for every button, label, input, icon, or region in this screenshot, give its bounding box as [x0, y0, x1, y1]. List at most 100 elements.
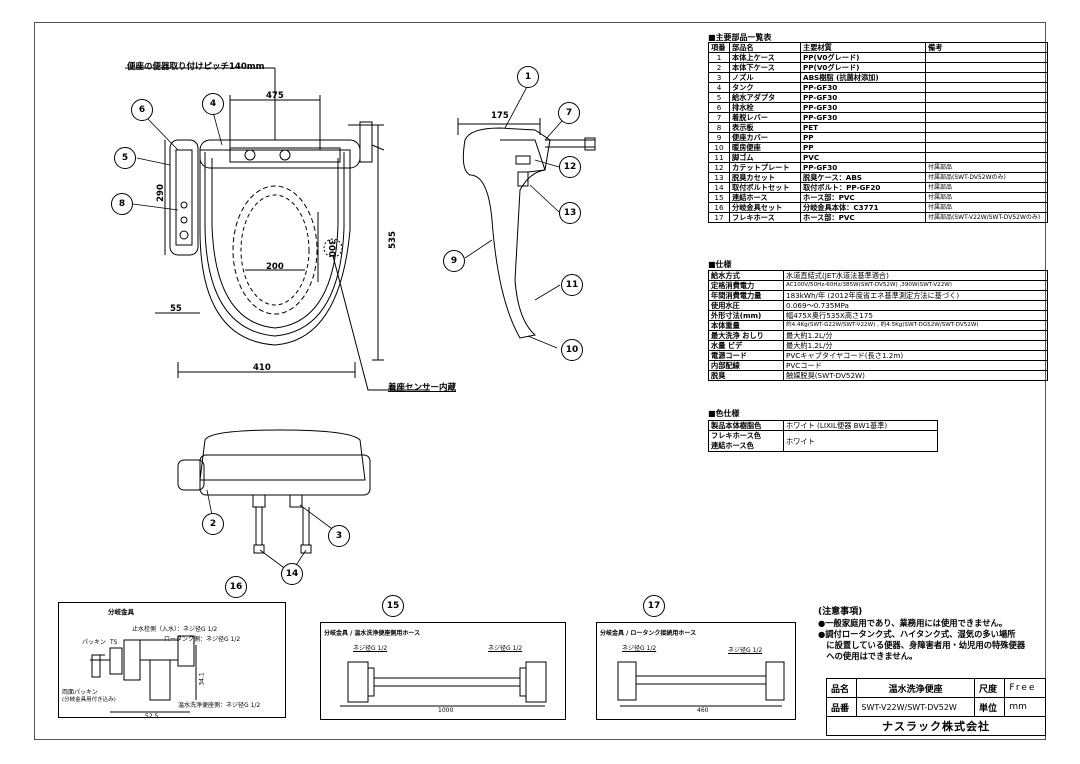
parts-cell-remarks	[925, 62, 1048, 73]
parts-cell-name: 排水栓	[729, 102, 801, 113]
notes-line-1: ●一般家庭用であり、業務用には使用できません。	[818, 618, 1008, 628]
parts-cell-name: カテットプレート	[729, 162, 801, 173]
dim-55: 55	[170, 304, 182, 314]
d17-right: ネジ径G 1/2	[728, 647, 763, 654]
spec-value: AC100V/50Hz-60Hz/385W(SWT-DV52W) ,390W(S…	[783, 280, 1048, 291]
parts-cell-remarks	[925, 92, 1048, 103]
parts-cell-no: 9	[708, 132, 730, 143]
callout-1: 1	[517, 66, 539, 88]
parts-cell-name: 脱臭カセット	[729, 172, 801, 183]
spec-key: 内部配線	[708, 360, 784, 371]
spec-value: 約4.4Kg(SWT-G22W/SWT-V22W) , 約4.5Kg(SWT-D…	[783, 320, 1048, 331]
parts-cell-remarks: 付属部品	[925, 192, 1048, 203]
spec-key: 電源コード	[708, 350, 784, 361]
parts-cell-no: 10	[708, 142, 730, 153]
d16-l7: 温水洗浄便座側：ネジ径G 1/2	[178, 702, 261, 709]
detail-16-box	[58, 602, 286, 718]
parts-cell-material: 取付ボルト：PP-GF20	[800, 182, 926, 193]
parts-col-remarks: 備考	[925, 42, 1048, 53]
parts-col-name: 部品名	[729, 42, 801, 53]
d17-length: 460	[697, 707, 709, 714]
d16-title: 分岐金具	[108, 608, 134, 616]
parts-cell-material: PP-GF30	[800, 112, 926, 123]
d15-length: 1000	[438, 707, 454, 714]
spec-row: 給水方式水道直結式(JET水道法基準適合)	[708, 270, 1048, 281]
parts-cell-no: 8	[708, 122, 730, 133]
parts-cell-remarks	[925, 82, 1048, 93]
parts-cell-remarks: 付属部品(SWT-DV52Wのみ)	[925, 172, 1048, 183]
spec-key: 最大洗浄 おしり	[708, 330, 784, 341]
spec-key: 脱臭	[708, 370, 784, 381]
spec-value: 触媒脱臭(SWT-DV52W)	[783, 370, 1048, 381]
color-heading: ■色仕様	[708, 409, 740, 418]
d16-l1: 止水栓側（入水）：ネジ径G 1/2	[132, 626, 218, 633]
color-table: 製品本体樹脂色 ホワイト (LIXIL便器 BW1基準) フレキホース色 連結ホ…	[708, 420, 938, 452]
parts-cell-material: PP(V0グレード)	[800, 62, 926, 73]
tb-unit-key: 単位	[973, 697, 1006, 717]
tb-unit-value: mm	[1004, 697, 1046, 717]
parts-cell-remarks	[925, 112, 1048, 123]
tb-company: ナスラック株式会社	[826, 716, 1046, 736]
title-row-company: ナスラック株式会社	[826, 716, 1046, 736]
parts-col-no: 項番	[708, 42, 730, 53]
dim-300: 300	[325, 239, 336, 257]
spec-row: 本体重量約4.4Kg(SWT-G22W/SWT-V22W) , 約4.5Kg(S…	[708, 320, 1048, 331]
parts-cell-name: 表示板	[729, 122, 801, 133]
front-view	[177, 429, 371, 554]
parts-cell-remarks: 付属部品	[925, 202, 1048, 213]
spec-value: 最大約1.2L/分	[783, 330, 1048, 341]
d15-title: 分岐金具 / 温水洗浄便座側用ホース	[324, 630, 421, 637]
d17-left: ネジ径G 1/2	[622, 645, 657, 652]
spec-value: 183kWh/年 (2012年度省エネ基準測定方法に基づく)	[783, 290, 1048, 301]
spec-row: 外形寸法(mm)幅475X奥行535X高さ175	[708, 310, 1048, 321]
parts-cell-remarks	[925, 132, 1048, 143]
spec-key: 給水方式	[708, 270, 784, 281]
parts-cell-remarks	[925, 152, 1048, 163]
parts-cell-name: 便座カバー	[729, 132, 801, 143]
callout-15: 15	[382, 595, 404, 617]
d15-left: ネジ径G 1/2	[353, 645, 388, 652]
title-row-model: 品番 SWT-V22W/SWT-DV52W 単位 mm	[825, 697, 1046, 717]
d15-right: ネジ径G 1/2	[488, 645, 523, 652]
seat-sensor-label: 着座センサー内蔵	[388, 383, 457, 393]
parts-cell-remarks: 付属部品	[925, 162, 1048, 173]
parts-cell-name: タンク	[729, 82, 801, 93]
tb-scale-key: 尺度	[973, 678, 1006, 698]
spec-key: 使用水圧	[708, 300, 784, 311]
parts-cell-no: 5	[708, 92, 730, 103]
top-view	[125, 67, 430, 391]
spec-key: 定格消費電力	[708, 280, 784, 291]
color-k1: 製品本体樹脂色	[708, 420, 784, 431]
parts-cell-no: 7	[708, 112, 730, 123]
parts-cell-name: 本体下ケース	[729, 62, 801, 73]
d16-l2: ロータンク側：ネジ径G 1/2	[164, 636, 241, 643]
title-block: 品名 温水洗浄便座 尺度 Free 品番 SWT-V22W/SWT-DV52W …	[825, 678, 1046, 736]
callout-16: 16	[225, 576, 247, 598]
parts-cell-remarks	[925, 102, 1048, 113]
callout-8: 8	[111, 193, 133, 215]
parts-cell-no: 11	[708, 152, 730, 163]
spec-value: 最大約1.2L/分	[783, 340, 1048, 351]
parts-cell-no: 14	[708, 182, 730, 193]
tb-model-value: SWT-V22W/SWT-DV52W	[856, 697, 975, 717]
callout-17: 17	[643, 595, 665, 617]
parts-cell-no: 3	[708, 72, 730, 83]
spec-value: 幅475X奥行535X高さ175	[783, 310, 1048, 321]
color-v2: ホワイト	[783, 430, 938, 452]
parts-cell-no: 2	[708, 62, 730, 73]
d16-l5: 両面パッキン	[62, 689, 98, 696]
parts-cell-material: PP-GF30	[800, 92, 926, 103]
spec-row: 水量 ビデ最大約1.2L/分	[708, 340, 1048, 351]
d16-l4: TS	[110, 639, 118, 646]
spec-value: 0.069～0.735MPa	[783, 300, 1048, 311]
